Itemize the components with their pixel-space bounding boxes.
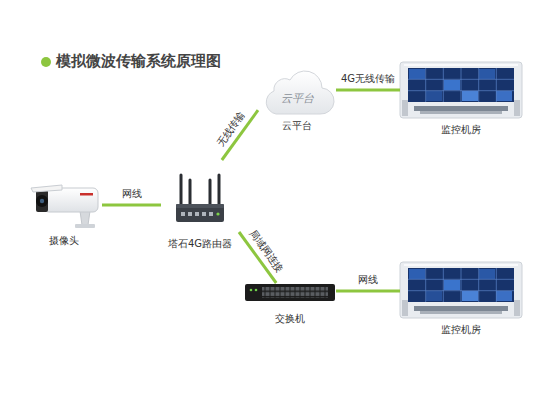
node-caption: 摄像头 xyxy=(49,235,79,247)
camera-icon xyxy=(31,185,98,228)
monitor-room-node: 监控机房 xyxy=(400,262,522,336)
node-caption: 塔石4G路由器 xyxy=(168,238,232,250)
cloud-logo-text: 云平台 xyxy=(258,92,336,105)
connector-line xyxy=(336,290,400,293)
monitor-room-icon xyxy=(400,62,522,118)
node-caption: 云平台 xyxy=(282,120,312,132)
node-caption: 监控机房 xyxy=(441,124,481,136)
diagram-title: 模拟微波传输系统原理图 xyxy=(56,52,221,71)
icon-slot xyxy=(400,262,522,318)
edge-label: 网线 xyxy=(358,274,378,286)
edge-label: 4G无线传输 xyxy=(341,73,395,85)
router-icon xyxy=(176,175,224,222)
icon-slot xyxy=(161,160,239,224)
icon-slot xyxy=(400,62,522,118)
monitor-room-node: 监控机房 xyxy=(400,62,522,136)
cloud-node: 云平台云平台 xyxy=(258,66,336,132)
icon-slot xyxy=(244,283,336,303)
camera-node: 摄像头 xyxy=(26,183,102,247)
monitor-room-icon xyxy=(400,262,522,318)
edge-label: 网线 xyxy=(122,188,142,200)
node-caption: 交换机 xyxy=(275,313,305,325)
icon-slot xyxy=(258,66,336,116)
connector-line xyxy=(336,89,400,92)
connector-line xyxy=(102,204,161,207)
title-bullet xyxy=(41,57,51,67)
switch-icon xyxy=(245,284,335,301)
edge-label: 局域网连接 xyxy=(247,227,286,274)
node-caption: 监控机房 xyxy=(441,324,481,336)
switch-node: 交换机 xyxy=(244,283,336,325)
icon-slot xyxy=(26,183,102,227)
router-node: 塔石4G路由器 xyxy=(161,160,239,250)
edge-label: 无线传输 xyxy=(214,109,247,148)
